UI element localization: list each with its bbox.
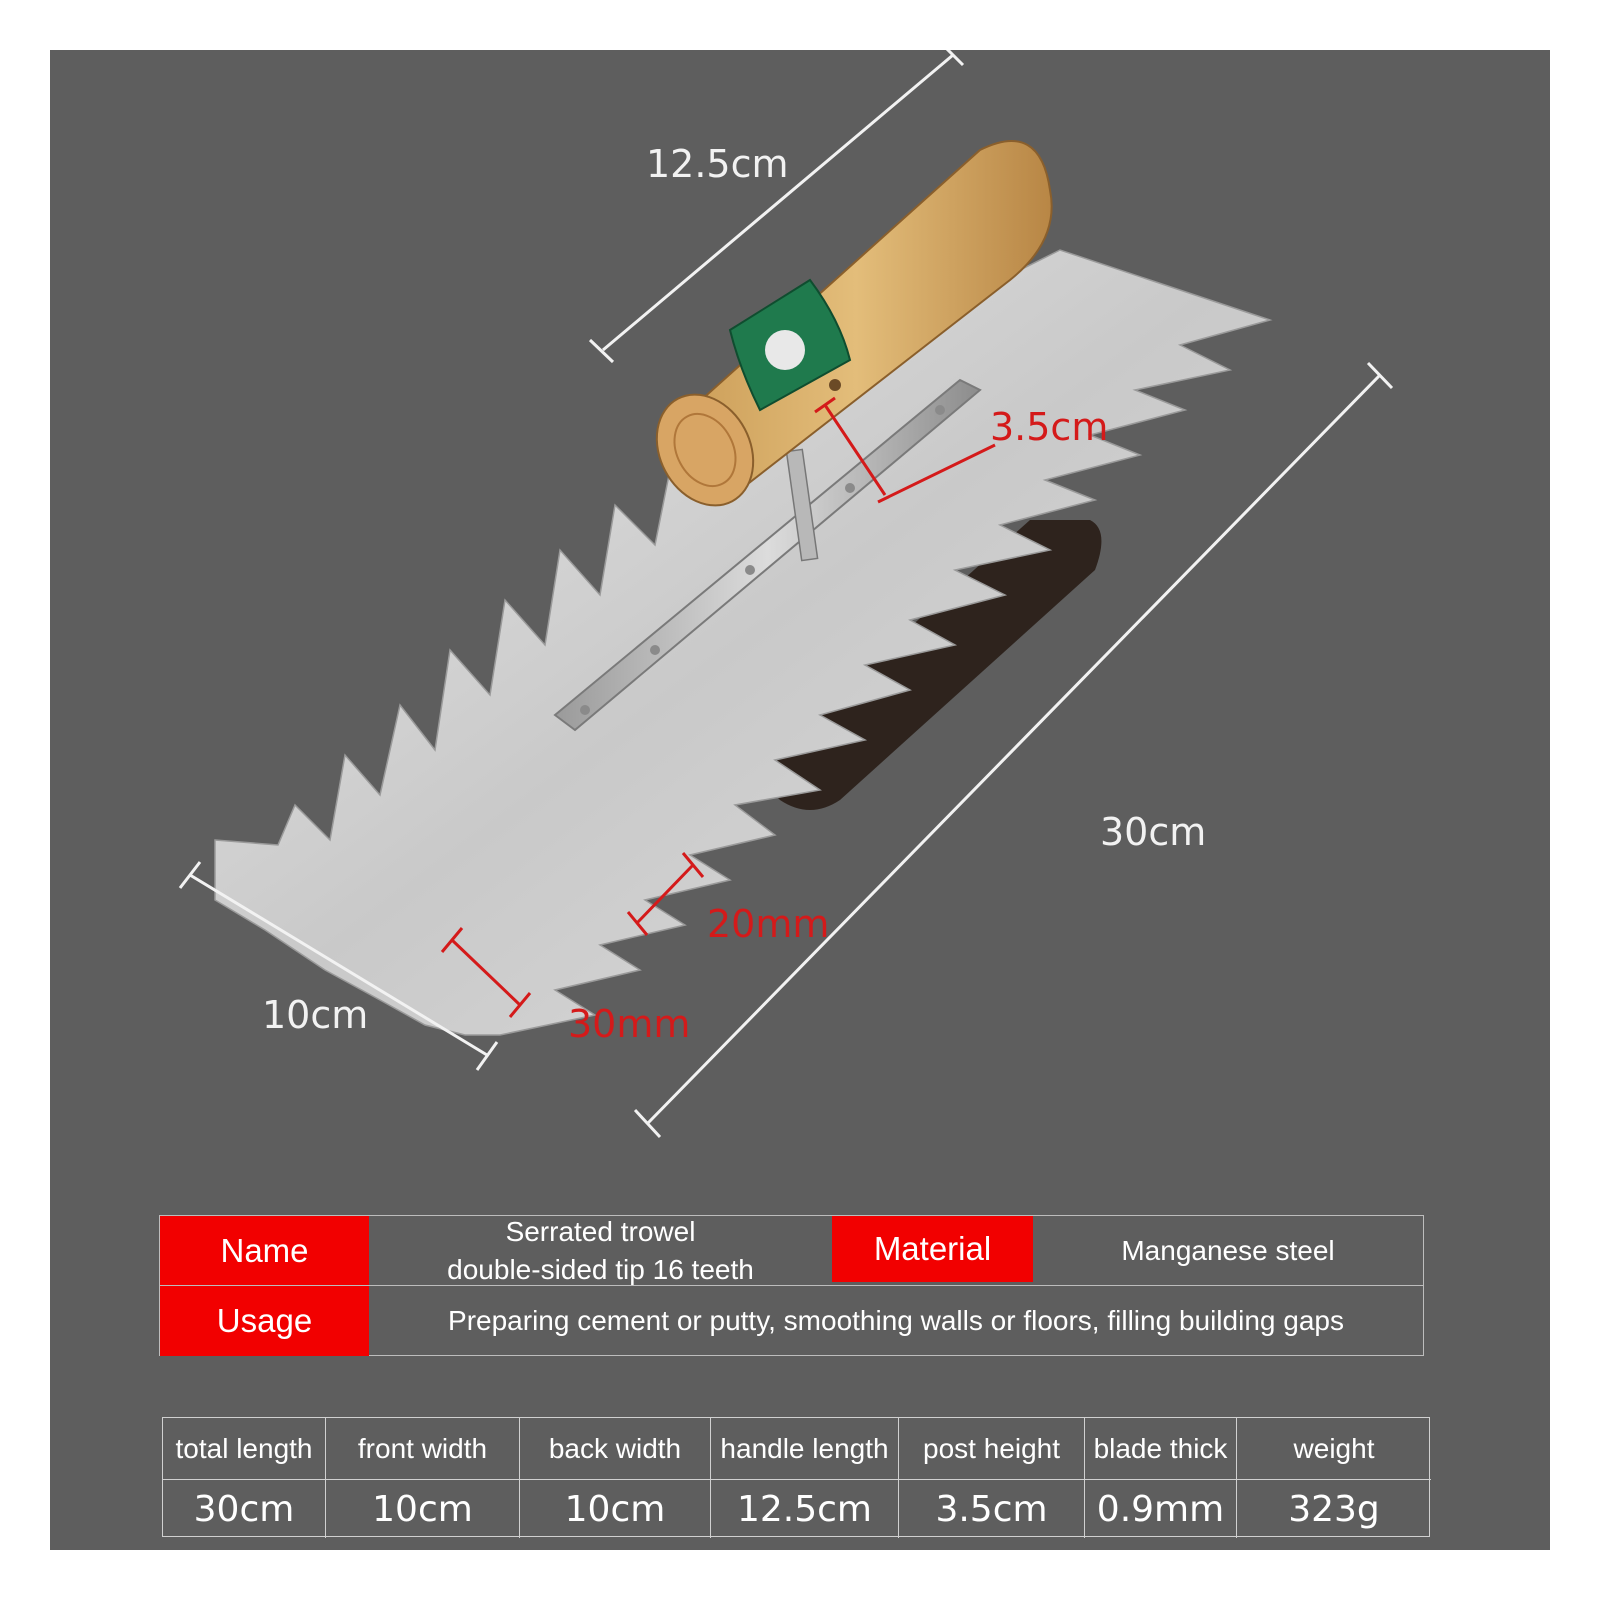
tooth-pitch-label: 30mm <box>568 1002 691 1046</box>
spec-header-back-width: back width <box>520 1418 711 1480</box>
spec-value-total-length: 30cm <box>163 1480 326 1538</box>
product-panel: 12.5cm 30cm 10cm 3.5cm 20mm 30mm Name Se… <box>50 50 1550 1550</box>
post-height-label: 3.5cm <box>990 405 1109 449</box>
material-value: Manganese steel <box>1121 1234 1335 1266</box>
dimension-tooth-pitch <box>440 927 532 1018</box>
dimension-front-width <box>178 861 499 1071</box>
handle-post <box>785 448 819 562</box>
spec-table: total length front width back width hand… <box>162 1417 1431 1538</box>
front-width-label: 10cm <box>262 993 369 1037</box>
total-length-label: 30cm <box>1100 810 1207 854</box>
info-row-name: Name Serrated trowel double-sided tip 16… <box>160 1216 1423 1286</box>
material-label: Material <box>832 1216 1033 1282</box>
spec-value-front-width: 10cm <box>326 1480 520 1538</box>
spec-header-front-width: front width <box>326 1418 520 1480</box>
name-value: Serrated trowel double-sided tip 16 teet… <box>369 1216 832 1285</box>
spec-header-blade-thick: blade thick <box>1085 1418 1237 1480</box>
dimension-post-height <box>814 396 996 504</box>
spec-value-weight: 323g <box>1288 1488 1380 1530</box>
spec-value-post-height: 3.5cm <box>899 1480 1085 1538</box>
info-row-usage: Usage Preparing cement or putty, smoothi… <box>160 1286 1423 1356</box>
spec-header-handle-length: handle length <box>711 1418 899 1480</box>
handle-rail <box>553 378 982 732</box>
usage-value: Preparing cement or putty, smoothing wal… <box>448 1305 1344 1336</box>
name-value-line1: Serrated trowel <box>505 1215 696 1247</box>
spec-header-post-height: post height <box>899 1418 1085 1480</box>
spec-header-weight: weight <box>1237 1418 1431 1480</box>
wooden-handle <box>655 140 1053 507</box>
spec-value-handle-length: 12.5cm <box>711 1480 899 1538</box>
usage-label: Usage <box>160 1286 369 1356</box>
spec-value-blade-thick: 0.9mm <box>1085 1480 1237 1538</box>
handle-length-label: 12.5cm <box>646 142 789 186</box>
tooth-depth-label: 20mm <box>707 902 830 946</box>
serrated-blade <box>214 249 1273 1036</box>
name-label: Name <box>160 1216 369 1285</box>
name-value-line2: double-sided tip 16 teeth <box>447 1253 754 1285</box>
dimension-tooth-depth <box>626 852 705 936</box>
trowel-illustration <box>178 50 1394 1139</box>
spec-header-total-length: total length <box>163 1418 326 1480</box>
product-info-table: Name Serrated trowel double-sided tip 16… <box>159 1215 1424 1356</box>
dimension-total-length <box>633 361 1394 1139</box>
dimension-handle-length <box>588 50 965 364</box>
spec-value-back-width: 10cm <box>520 1480 711 1538</box>
